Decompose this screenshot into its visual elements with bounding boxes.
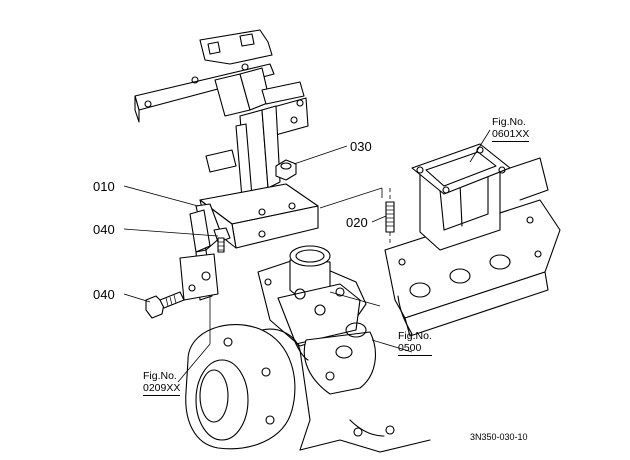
fig-ref-0601xx: Fig.No. 0601XX [492,116,530,142]
fig-ref-0209xx: Fig.No. 0209XX [143,370,181,396]
fig-ref-number: 0500 [398,342,432,356]
arm-bracket [179,203,223,301]
fig-ref-title: Fig.No. [492,116,526,128]
fig-ref-number: 0601XX [492,128,530,142]
fig-ref-number: 0209XX [143,382,181,396]
part-label-040-upper: 040 [93,222,115,237]
thermostat-housing [257,245,376,395]
part-label-010: 010 [93,179,115,194]
fig-ref-title: Fig.No. [143,370,177,382]
intake-manifold [384,143,561,337]
mounting-bracket [134,29,319,249]
fig-ref-0500: Fig.No. 0500 [398,330,432,356]
part-label-040-lower: 040 [93,287,115,302]
bolt-040-upper [213,227,231,253]
bolt-040-lower [145,291,185,319]
water-pump [185,324,431,453]
drawing-code: 3N350-030-10 [470,432,528,442]
part-label-020: 020 [346,215,368,230]
stud-020 [385,188,395,246]
leader-lines [123,129,491,383]
fig-ref-title: Fig.No. [398,330,432,342]
nut-030 [275,159,297,181]
part-label-030: 030 [350,139,372,154]
